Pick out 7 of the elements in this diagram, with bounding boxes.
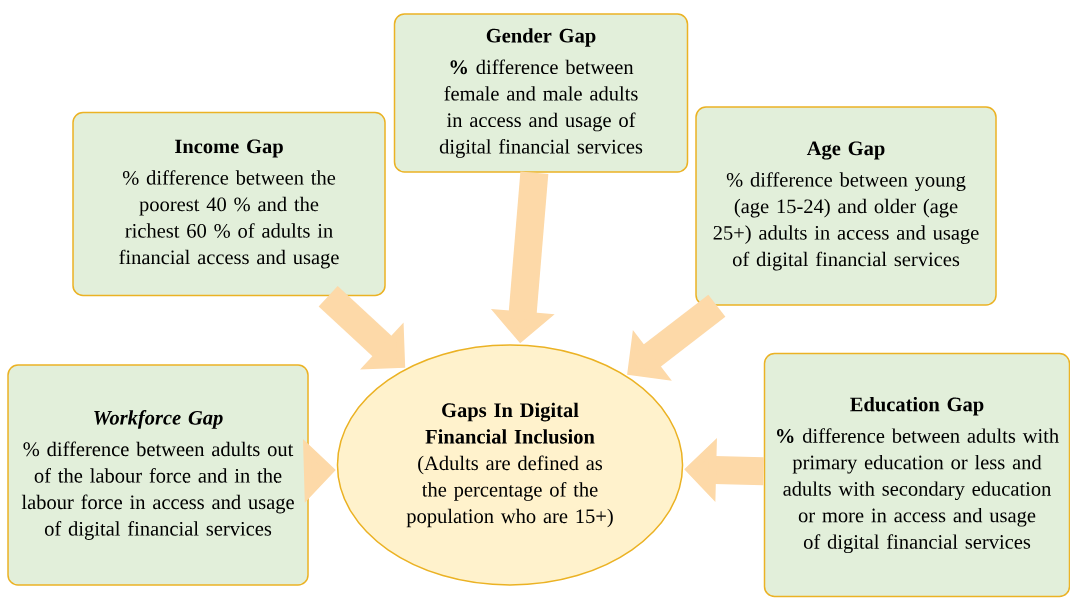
gap-box: Gender Gap % difference between female and male adults in access and usage of digital financial services: [393, 13, 689, 173]
gap-box: Age Gap % difference between young (age 15-24) and older (age 25+) adults in access and usage of digital financial services: [695, 106, 997, 306]
block-arrow: [627, 294, 726, 381]
gap-box: Workforce Gap % difference between adults out of the labour force and in the labour force in access and usage of digital financial services: [7, 364, 309, 586]
block-arrow: [318, 286, 406, 370]
gap-box: Education Gap % difference between adults with primary education or less and adults with secondary education or more in access and usage of digital financial services: [763, 352, 1070, 598]
gap-box: Income Gap % difference between the poorest 40 % and the richest 60 % of adults in financial access and usage: [72, 111, 386, 297]
